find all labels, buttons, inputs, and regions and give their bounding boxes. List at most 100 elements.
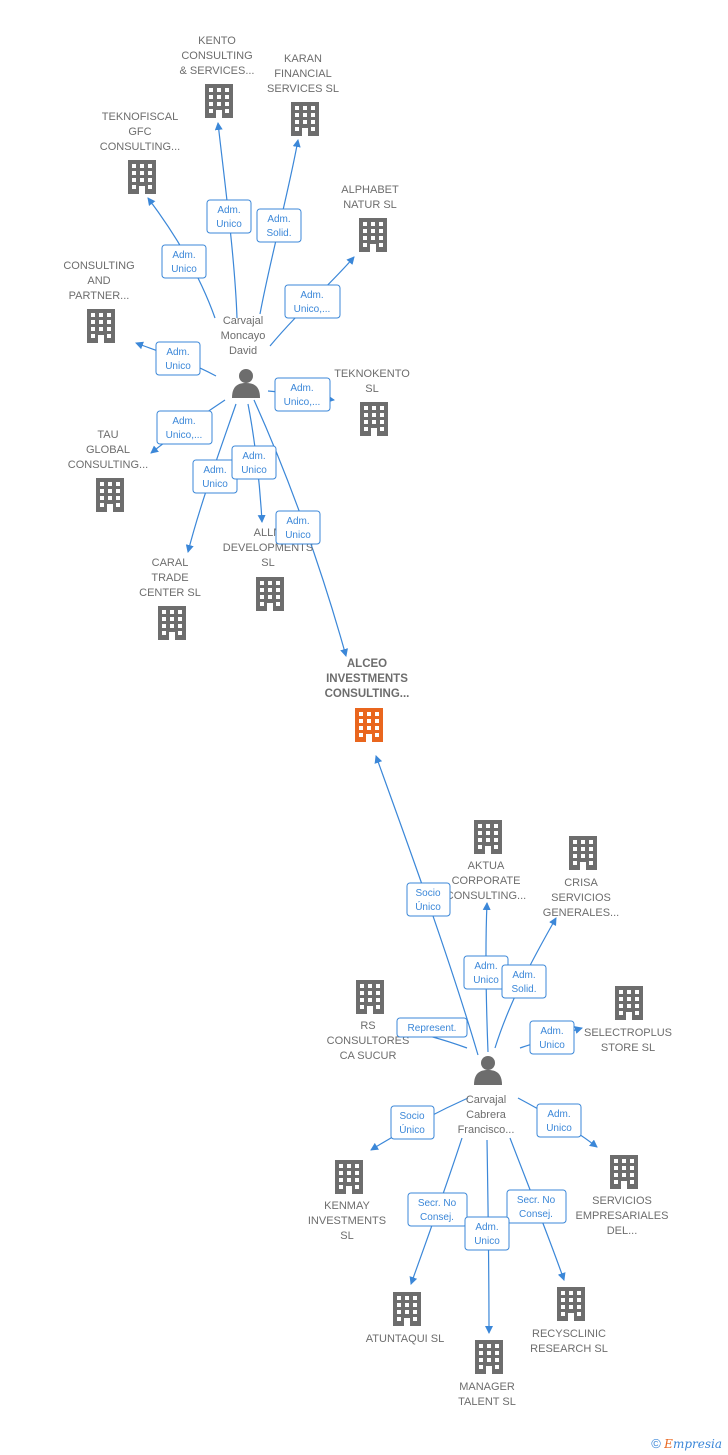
edge-label-alphabet[interactable]: Adm.Unico,... bbox=[284, 284, 341, 319]
empresia-logo[interactable]: © Empresia bbox=[651, 1436, 722, 1451]
edge-label-selectroplus[interactable]: Adm.Unico bbox=[529, 1020, 575, 1055]
svg-text:Adm.Unico: Adm.Unico bbox=[539, 1026, 565, 1051]
building-icon bbox=[475, 1340, 503, 1374]
edge-label-consulting-partner[interactable]: Adm.Unico bbox=[155, 341, 201, 376]
edge-label-caral[interactable]: Adm.Unico bbox=[192, 459, 238, 494]
building-icon bbox=[474, 820, 502, 854]
svg-text:Adm.Solid.: Adm.Solid. bbox=[511, 970, 536, 995]
edge-label-alceo-david[interactable]: Adm.Unico bbox=[275, 510, 321, 545]
svg-text:Represent.: Represent. bbox=[408, 1023, 457, 1034]
svg-text:Adm.Unico: Adm.Unico bbox=[285, 516, 311, 541]
building-icon bbox=[569, 836, 597, 870]
building-icon bbox=[393, 1292, 421, 1326]
building-icon bbox=[291, 102, 319, 136]
edge-label-teknokento[interactable]: Adm.Unico,... bbox=[274, 377, 331, 412]
edge-label-crisa[interactable]: Adm.Solid. bbox=[501, 964, 547, 999]
building-icon bbox=[128, 160, 156, 194]
edge-label-aktua[interactable]: Adm.Unico bbox=[463, 955, 509, 990]
svg-text:Adm.Unico: Adm.Unico bbox=[165, 347, 191, 372]
building-icon bbox=[557, 1287, 585, 1321]
person-icon bbox=[232, 369, 260, 398]
building-icon bbox=[360, 402, 388, 436]
edge-label-karan[interactable]: Adm.Solid. bbox=[256, 208, 302, 243]
svg-text:Adm.Unico: Adm.Unico bbox=[546, 1109, 572, 1134]
svg-text:Adm.Unico: Adm.Unico bbox=[241, 451, 267, 476]
edge-label-rs[interactable]: Represent. bbox=[396, 1017, 468, 1038]
svg-text:Adm.Unico,...: Adm.Unico,... bbox=[166, 416, 203, 441]
building-icon bbox=[96, 478, 124, 512]
building-icon bbox=[610, 1155, 638, 1189]
svg-text:ATUNTAQUI SL: ATUNTAQUI SL bbox=[366, 1333, 444, 1345]
svg-text:Adm.Unico: Adm.Unico bbox=[171, 250, 197, 275]
building-icon bbox=[158, 606, 186, 640]
copyright-symbol: © bbox=[651, 1436, 661, 1451]
edge-label-teknofiscal[interactable]: Adm.Unico bbox=[161, 244, 207, 279]
edge-label-kento[interactable]: Adm.Unico bbox=[206, 199, 252, 234]
svg-text:Adm.Unico,...: Adm.Unico,... bbox=[284, 383, 321, 408]
brand-initial: E bbox=[664, 1437, 673, 1451]
edge-label-tau[interactable]: Adm.Unico,... bbox=[156, 410, 213, 445]
edge-labels: Adm.Unico Adm.Solid. Adm.Unico Adm.Unico… bbox=[155, 199, 582, 1251]
node-atuntaqui[interactable]: ATUNTAQUI SL bbox=[366, 1292, 444, 1345]
svg-text:Adm.Unico: Adm.Unico bbox=[473, 961, 499, 986]
svg-text:Adm.Unico: Adm.Unico bbox=[202, 465, 228, 490]
svg-text:Adm.Solid.: Adm.Solid. bbox=[266, 214, 291, 239]
svg-text:Adm.Unico,...: Adm.Unico,... bbox=[294, 290, 331, 315]
edge-label-allm[interactable]: Adm.Unico bbox=[231, 445, 277, 480]
building-icon bbox=[356, 980, 384, 1014]
brand-name: mpresia bbox=[672, 1437, 722, 1451]
svg-text:Adm.Unico: Adm.Unico bbox=[216, 205, 242, 230]
building-icon bbox=[615, 986, 643, 1020]
building-icon bbox=[256, 577, 284, 611]
edge-label-servicios[interactable]: Adm.Unico bbox=[536, 1103, 582, 1138]
building-icon bbox=[205, 84, 233, 118]
svg-text:Adm.Unico: Adm.Unico bbox=[474, 1222, 500, 1247]
edge-label-manager[interactable]: Adm.Unico bbox=[464, 1216, 510, 1251]
